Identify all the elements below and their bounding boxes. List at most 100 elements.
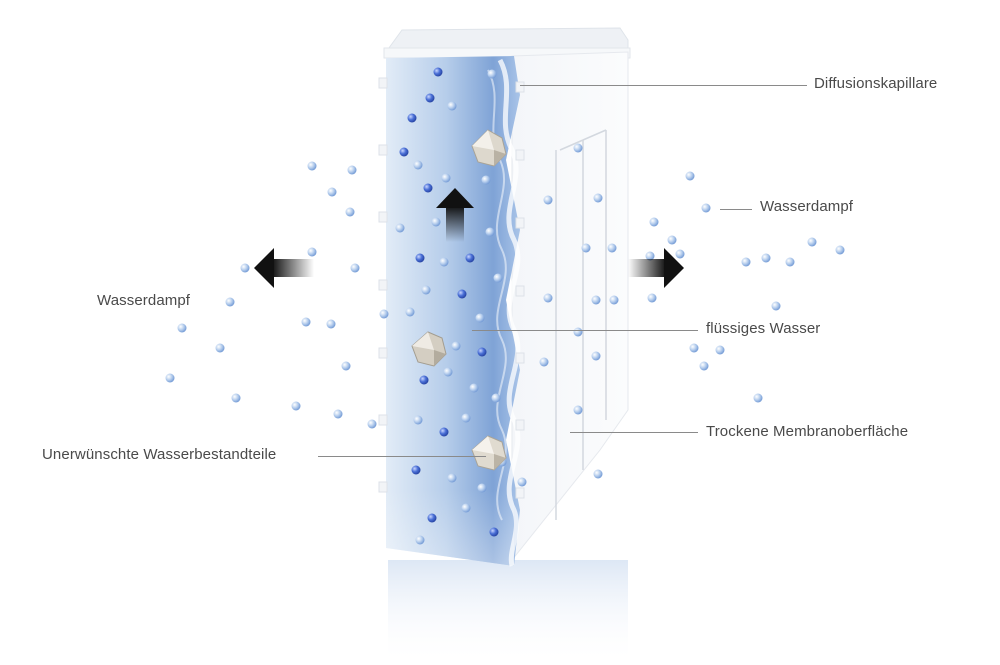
frame-tabs-right xyxy=(515,81,525,499)
membrane-folds xyxy=(555,129,607,520)
vapor-droplets xyxy=(165,143,845,487)
water-droplet xyxy=(439,427,449,437)
membrane-side-panel xyxy=(511,51,629,562)
water-droplet xyxy=(333,409,343,419)
water-droplet xyxy=(399,147,409,157)
water-droplet xyxy=(326,319,336,329)
water-droplet xyxy=(539,357,549,367)
water-droplet xyxy=(835,245,845,255)
water-droplet xyxy=(423,183,433,193)
water-droplet xyxy=(591,351,601,361)
water-droplet xyxy=(607,243,617,253)
water-droplet xyxy=(699,361,709,371)
water-droplet xyxy=(345,207,355,217)
water-droplet xyxy=(415,253,425,263)
water-droplet xyxy=(481,175,491,185)
capillary-edge xyxy=(497,58,521,567)
water-droplet xyxy=(469,383,479,393)
water-droplet xyxy=(415,535,425,545)
water-droplet xyxy=(177,323,187,333)
water-droplet xyxy=(405,307,415,317)
water-droplet xyxy=(447,101,457,111)
water-droplet xyxy=(301,317,311,327)
label-diffusion-capillary: Diffusionskapillare xyxy=(814,75,938,92)
water-droplet xyxy=(477,347,487,357)
water-droplet xyxy=(543,195,553,205)
water-droplet xyxy=(451,341,461,351)
water-droplet xyxy=(685,171,695,181)
water-droplet xyxy=(487,69,497,79)
water-droplet xyxy=(461,413,471,423)
water-droplet xyxy=(649,217,659,227)
water-droplet xyxy=(689,343,699,353)
water-droplet xyxy=(421,285,431,295)
label-dry-membrane-surface: Trockene Membranoberfläche xyxy=(706,423,909,440)
water-droplet xyxy=(350,263,360,273)
water-droplet xyxy=(785,257,795,267)
water-droplet xyxy=(593,469,603,479)
leader-liquid-water xyxy=(472,330,698,331)
unwanted-particle-3 xyxy=(471,435,507,471)
water-droplet xyxy=(307,247,317,257)
leader-dry-membrane xyxy=(570,432,698,433)
water-droplet xyxy=(485,227,495,237)
water-droplet xyxy=(291,401,301,411)
water-droplet xyxy=(240,263,250,273)
label-vapor-left: Wasserdampf xyxy=(97,292,191,309)
water-droplet xyxy=(489,527,499,537)
water-droplet xyxy=(379,309,389,319)
leader-unwanted xyxy=(318,456,486,457)
water-droplet xyxy=(433,67,443,77)
water-droplet xyxy=(701,203,711,213)
water-droplet xyxy=(771,301,781,311)
water-droplet xyxy=(413,160,423,170)
water-droplet xyxy=(413,415,423,425)
water-droplet xyxy=(807,237,817,247)
water-droplet xyxy=(491,393,501,403)
water-droplet xyxy=(573,327,583,337)
water-droplet xyxy=(465,253,475,263)
water-droplets-inside xyxy=(395,67,507,545)
water-droplet xyxy=(367,419,377,429)
water-droplet xyxy=(395,223,405,233)
water-droplet xyxy=(441,173,451,183)
water-droplet xyxy=(741,257,751,267)
water-droplet xyxy=(419,375,429,385)
water-droplet xyxy=(647,293,657,303)
water-droplet xyxy=(715,345,725,355)
water-droplet xyxy=(439,257,449,267)
water-droplet xyxy=(675,249,685,259)
water-droplet xyxy=(215,343,225,353)
arrow-up-icon xyxy=(436,188,474,242)
water-droplet xyxy=(443,367,453,377)
water-droplet xyxy=(543,293,553,303)
water-droplet xyxy=(347,165,357,175)
water-droplet xyxy=(307,161,317,171)
water-droplet xyxy=(517,477,527,487)
water-droplet xyxy=(609,295,619,305)
water-droplet xyxy=(457,289,467,299)
label-liquid-water: flüssiges Wasser xyxy=(706,320,821,337)
water-droplet xyxy=(475,313,485,323)
frame-tabs-left xyxy=(378,77,388,493)
water-droplet xyxy=(327,187,337,197)
water-droplet xyxy=(425,93,435,103)
water-droplet xyxy=(761,253,771,263)
water-droplet xyxy=(573,405,583,415)
water-droplet xyxy=(461,503,471,513)
water-droplet xyxy=(341,361,351,371)
leader-diffusion-capillary xyxy=(520,85,807,86)
floor-reflection xyxy=(388,560,628,665)
water-droplet xyxy=(411,465,421,475)
water-droplet xyxy=(231,393,241,403)
water-droplet xyxy=(427,513,437,523)
leader-vapor-right xyxy=(720,209,752,210)
water-droplet xyxy=(477,483,487,493)
label-vapor-right: Wasserdampf xyxy=(760,198,854,215)
water-droplet xyxy=(447,473,457,483)
label-unwanted-constituents: Unerwünschte Wasserbestandteile xyxy=(42,446,277,463)
water-droplet xyxy=(165,373,175,383)
water-droplet xyxy=(645,251,655,261)
water-droplet xyxy=(581,243,591,253)
